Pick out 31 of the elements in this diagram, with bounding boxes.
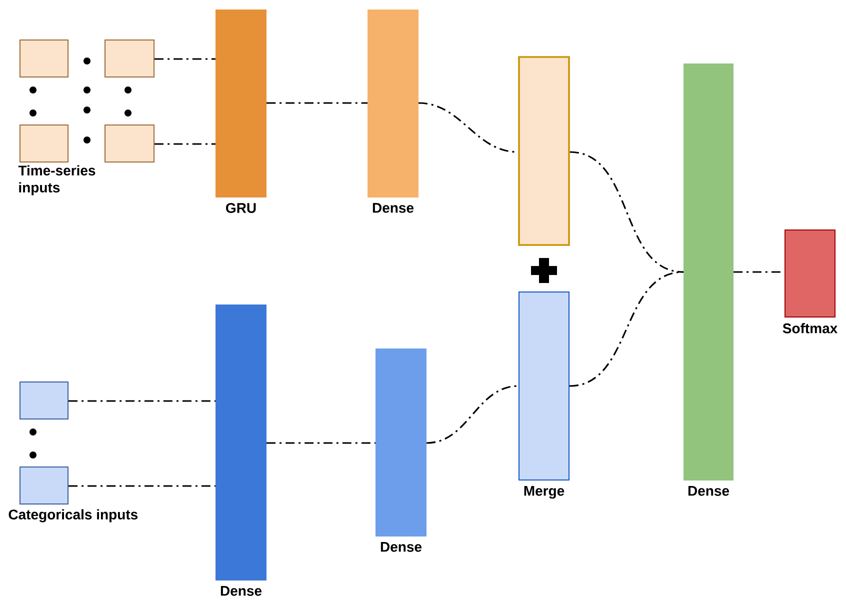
layer-bar: GRU: [216, 10, 266, 213]
connector-line: [68, 400, 216, 402]
input-box: [104, 124, 154, 162]
input-box: [20, 382, 68, 420]
node-label: Dense: [380, 542, 422, 552]
connector-line: [570, 151, 684, 273]
input-box: [20, 124, 68, 162]
node-label: Dense: [220, 586, 262, 596]
layer-bar: Softmax: [782, 230, 838, 334]
node-label: GRU: [226, 203, 256, 213]
layer-bar: Dense: [684, 64, 734, 496]
connector-line: [154, 143, 216, 145]
layer-bar: Dense: [376, 348, 426, 552]
node-label: Dense: [372, 203, 414, 213]
node-label: Softmax: [782, 323, 838, 334]
layer-bar: Dense: [368, 10, 418, 213]
layer-bar: Merge: [518, 292, 570, 499]
node-label: Merge: [524, 486, 564, 499]
node-label: Dense: [688, 486, 730, 496]
connector-line: [266, 102, 368, 104]
input-box: [104, 40, 154, 78]
layer-bar: [518, 56, 570, 246]
connector-line: [426, 385, 519, 444]
connector-line: [68, 485, 216, 487]
input-box: [20, 466, 68, 504]
input-box: [20, 40, 68, 78]
connector-line: [266, 442, 376, 444]
layer-bar: Dense: [216, 304, 266, 596]
group-label: Time-series inputs: [18, 165, 96, 196]
connector-line: [154, 58, 216, 60]
connector-line: [569, 271, 684, 387]
